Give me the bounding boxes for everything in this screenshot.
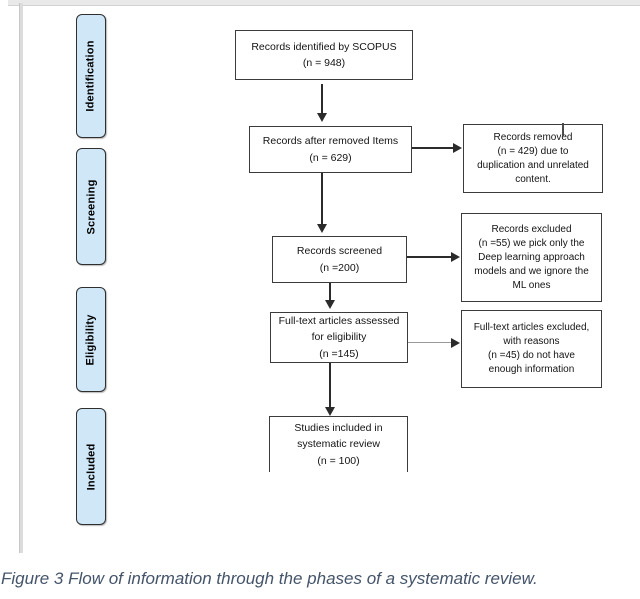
flow-box-fulltext-assessed: Full-text articles assessed for eligibil… — [270, 312, 408, 363]
flow-box-text: Records removed (n = 429) due to duplica… — [477, 131, 589, 185]
arrow-to-records-removed — [412, 147, 453, 149]
stage-eligibility: Eligibility — [76, 287, 106, 392]
arrow-identified-to-after-removed — [321, 84, 323, 113]
flow-box-text: Records excluded (n =55) we pick only th… — [474, 223, 589, 291]
arrowhead-down-icon — [317, 224, 327, 233]
flow-box-text: Records after removed Items (n = 629) — [262, 135, 399, 164]
arrow-to-fulltext-excluded — [408, 342, 451, 343]
arrow-after-removed-to-screened — [321, 173, 323, 224]
arrowhead-right-icon — [451, 252, 460, 262]
page-edge-line — [19, 3, 23, 553]
arrowhead-down-icon — [325, 407, 335, 416]
arrowhead-right-icon — [451, 338, 460, 348]
stage-screening: Screening — [76, 148, 106, 265]
arrowhead-down-icon — [325, 300, 335, 309]
flow-box-records-after-removed: Records after removed Items (n = 629) — [249, 126, 412, 173]
flow-box-fulltext-excluded: Full-text articles excluded, with reason… — [461, 310, 602, 388]
arrowhead-down-icon — [317, 113, 327, 122]
arrowhead-right-icon — [453, 143, 462, 153]
stage-label: Identification — [85, 40, 97, 112]
arrow-to-records-excluded — [407, 256, 451, 258]
stage-included: Included — [76, 408, 106, 525]
flow-box-text: Full-text articles excluded, with reason… — [473, 322, 590, 375]
flow-box-text: Records screened (n =200) — [296, 245, 383, 274]
stage-identification: Identification — [76, 14, 106, 138]
flow-box-records-identified: Records identified by SCOPUS (n = 948) — [235, 30, 413, 80]
stage-label: Screening — [85, 179, 97, 234]
stray-tick-mark — [562, 123, 564, 136]
flow-box-records-removed: Records removed (n = 429) due to duplica… — [463, 124, 603, 193]
flow-box-records-excluded: Records excluded (n =55) we pick only th… — [461, 213, 602, 302]
arrow-assessed-to-included — [329, 363, 331, 407]
flow-box-text: Studies included in systematic review (n… — [294, 422, 383, 467]
flow-box-text: Records identified by SCOPUS (n = 948) — [251, 40, 397, 69]
cropped-content-strip — [8, 0, 640, 6]
flow-box-text: Full-text articles assessed for eligibil… — [278, 315, 400, 360]
stage-label: Eligibility — [85, 313, 97, 366]
arrow-screened-to-assessed — [329, 283, 331, 300]
flow-box-studies-included: Studies included in systematic review (n… — [269, 416, 408, 472]
figure-caption: Figure 3 Flow of information through the… — [1, 569, 538, 588]
stage-label: Included — [85, 443, 98, 490]
flow-box-records-screened: Records screened (n =200) — [272, 236, 407, 283]
